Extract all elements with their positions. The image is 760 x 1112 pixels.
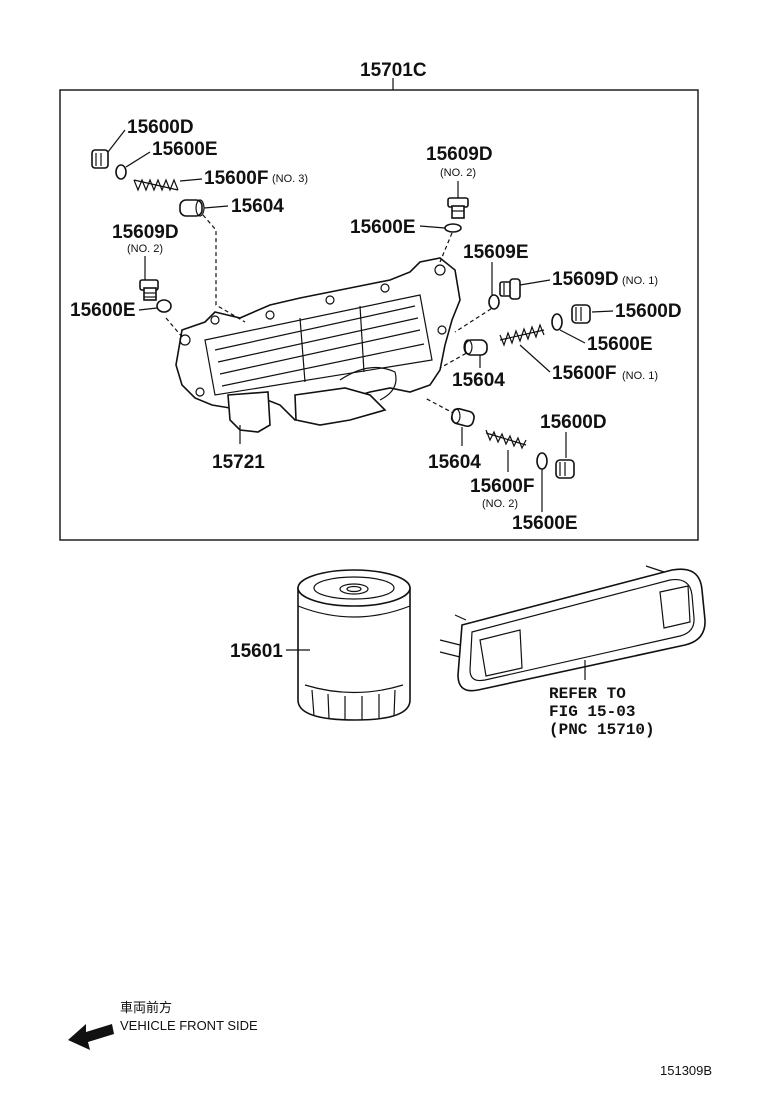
- note-plug-top-center: (NO. 2): [440, 167, 476, 179]
- cooler-gasket-frame: [439, 565, 706, 692]
- plug-right-no1: [499, 278, 521, 300]
- gasket-right-upper: [488, 294, 500, 310]
- gasket-top-left: [115, 164, 127, 180]
- refer-note-line1: REFER TO: [549, 685, 626, 703]
- refer-note-line3: (PNC 15710): [549, 721, 655, 739]
- spring-right: [499, 323, 545, 347]
- valve-top-left: [179, 199, 205, 217]
- label-plug-top-center: 15609D: [426, 144, 493, 165]
- label-plug-left: 15609D: [112, 222, 179, 243]
- plug-top-left: [91, 149, 109, 169]
- label-valve-bottom: 15604: [428, 452, 481, 473]
- label-plug-top-left: 15600D: [127, 117, 194, 138]
- label-cover: 15721: [212, 452, 265, 473]
- oil-cooler-cover: [175, 257, 461, 433]
- note-spring-bottom: (NO. 2): [482, 498, 518, 510]
- direction-label-en: VEHICLE FRONT SIDE: [120, 1018, 258, 1033]
- label-plug-bottom: 15600D: [540, 412, 607, 433]
- label-spring-bottom: 15600F: [470, 476, 534, 497]
- direction-label-jp: 車両前方: [120, 1000, 172, 1015]
- gasket-left: [156, 299, 172, 313]
- label-gasket-left: 15600E: [70, 300, 136, 321]
- label-gasket-right: 15600E: [587, 334, 653, 355]
- assembly-frame: [59, 89, 699, 541]
- valve-right: [463, 339, 488, 356]
- gasket-top-center: [444, 223, 462, 233]
- label-gasket-top-left: 15600E: [152, 139, 218, 160]
- label-valve-top-left: 15604: [231, 196, 284, 217]
- gasket-right: [551, 313, 563, 331]
- label-plug-right-no1: 15609D: [552, 269, 619, 290]
- plug-bottom: [555, 459, 575, 479]
- label-gasket-top-center: 15600E: [350, 217, 416, 238]
- label-spring-right: 15600F: [552, 363, 616, 384]
- note-plug-left: (NO. 2): [127, 243, 163, 255]
- label-spring-top-left: 15600F: [204, 168, 268, 189]
- valve-bottom: [450, 407, 475, 428]
- plug-right: [571, 304, 591, 324]
- oil-filter: [297, 569, 411, 721]
- plug-top-center: [447, 197, 469, 219]
- plug-left: [139, 279, 159, 301]
- label-gasket-right-upper: 15609E: [463, 242, 529, 263]
- label-oil-filter: 15601: [230, 641, 283, 662]
- figure-id: 151309B: [660, 1063, 712, 1078]
- note-spring-right: (NO. 1): [622, 370, 658, 382]
- label-gasket-bottom: 15600E: [512, 513, 578, 534]
- label-plug-right: 15600D: [615, 301, 682, 322]
- label-valve-right: 15604: [452, 370, 505, 391]
- note-spring-top-left: (NO. 3): [272, 173, 308, 185]
- note-plug-right-no1: (NO. 1): [622, 275, 658, 287]
- spring-bottom: [485, 429, 527, 450]
- assembly-label: 15701C: [360, 60, 427, 81]
- refer-note-line2: FIG 15-03: [549, 703, 635, 721]
- gasket-bottom: [536, 452, 548, 470]
- spring-top-left: [133, 178, 179, 192]
- vehicle-front-arrow-icon: [68, 1024, 114, 1050]
